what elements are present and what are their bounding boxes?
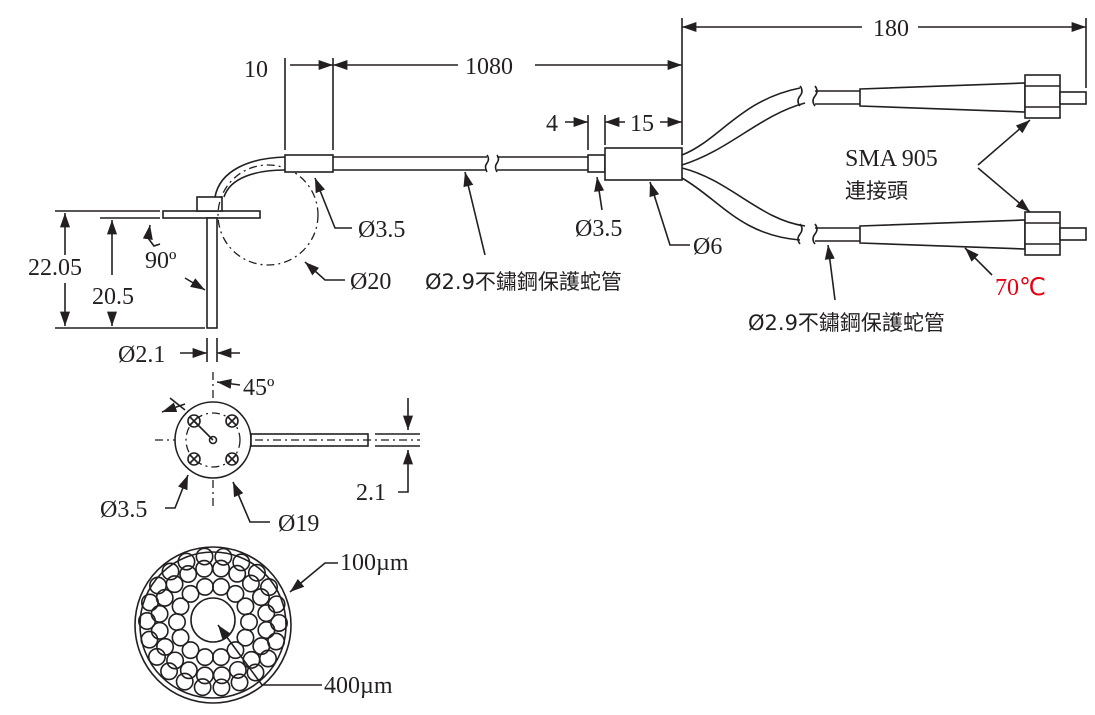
- fiber-strand: [175, 672, 194, 691]
- fiber-strand: [166, 651, 185, 670]
- fiber-strand: [236, 597, 255, 616]
- fiber-strand: [214, 547, 233, 566]
- temperature-label: 70℃: [995, 275, 1046, 301]
- fiber-strand: [260, 578, 279, 597]
- fiber-strand: [160, 662, 179, 681]
- tube-label-1: Ø2.9不鏽鋼保護蛇管: [425, 270, 622, 294]
- fiber-strand: [181, 641, 200, 660]
- fiber-strand: [228, 660, 247, 679]
- fiber-strand: [259, 649, 278, 668]
- fiber-strand: [195, 648, 214, 667]
- dim-4: 4: [546, 111, 558, 137]
- dimension-lines: [55, 18, 1087, 362]
- fiber-strand: [140, 593, 159, 612]
- dim-180: 180: [873, 16, 909, 42]
- tube-label-2: Ø2.9不鏽鋼保護蛇管: [748, 311, 945, 335]
- core-400um: 400µm: [324, 673, 393, 699]
- fiber-strand: [171, 597, 190, 616]
- fiber-strand: [177, 552, 196, 571]
- fiber-strand: [247, 563, 266, 582]
- fiber-strand: [232, 553, 251, 572]
- fiber-strand: [193, 678, 212, 697]
- fiber-strand: [236, 628, 255, 647]
- fiber-strand: [195, 547, 214, 566]
- bolt-hole: [187, 452, 201, 466]
- fiber-strand: [212, 559, 231, 578]
- dim-10: 10: [244, 57, 268, 83]
- probe-front-view: [155, 372, 420, 523]
- fiber-strand: [267, 595, 286, 614]
- fiber-bundle-section: [134, 546, 338, 704]
- dia-6: Ø6: [693, 234, 722, 260]
- width-2-1: 2.1: [356, 480, 386, 506]
- fiber-strand: [179, 661, 198, 680]
- connector-label: SMA 905: [845, 146, 938, 172]
- fiber-strand: [257, 604, 276, 623]
- dia-3-5-sleeve: Ø3.5: [358, 217, 405, 243]
- angle-45: 45º: [243, 375, 275, 401]
- connector-label-cn: 連接頭: [845, 179, 908, 203]
- probe-side-view: [162, 74, 1087, 329]
- dim-20-5: 20.5: [92, 284, 134, 310]
- bolt-hole: [225, 414, 239, 428]
- fiber-strand: [241, 574, 260, 593]
- dia-2-1: Ø2.1: [118, 342, 165, 368]
- dia-3-5-small: Ø3.5: [575, 216, 622, 242]
- angle-90: 90º: [145, 248, 177, 274]
- fiber-strand: [246, 663, 265, 682]
- fiber-strand: [161, 562, 180, 581]
- fiber-strand: [226, 584, 245, 603]
- fiber-strand: [228, 564, 247, 583]
- fiber-strand: [140, 630, 159, 649]
- bolt-hole: [225, 452, 239, 466]
- fiber-strand: [212, 678, 231, 697]
- dia-3-5-front: Ø3.5: [100, 497, 147, 523]
- fiber-100um: 100µm: [340, 550, 409, 576]
- dim-22-05: 22.05: [28, 255, 82, 281]
- dim-1080: 1080: [465, 54, 513, 80]
- fiber-strand: [181, 584, 200, 603]
- dim-15: 15: [630, 111, 654, 137]
- fiber-strand: [179, 565, 198, 584]
- fiber-strand: [230, 673, 249, 692]
- dia-19: Ø19: [278, 511, 319, 537]
- fiber-strand: [212, 577, 231, 596]
- fiber-strand: [226, 641, 245, 660]
- fiber-strand: [147, 647, 166, 666]
- fiber-strand: [269, 613, 288, 632]
- fiber-strand: [138, 612, 157, 631]
- fiber-strand: [148, 576, 167, 595]
- fiber-strand: [267, 632, 286, 651]
- dia-20: Ø20: [350, 269, 391, 295]
- fiber-strand: [195, 666, 214, 685]
